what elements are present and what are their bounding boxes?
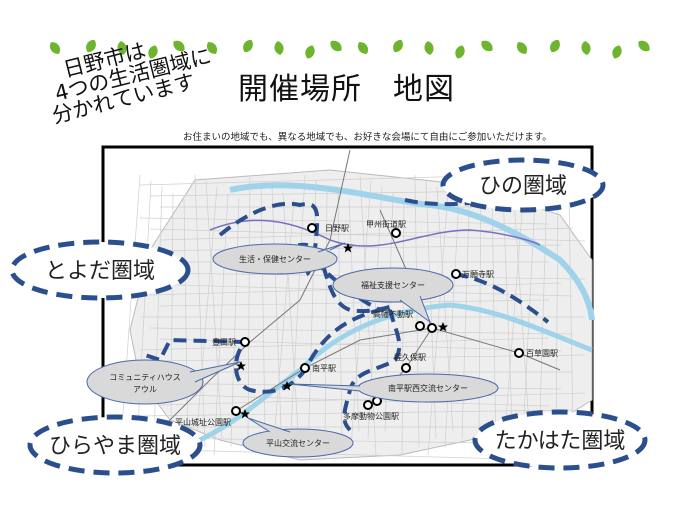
venue-label: 平山交流センター <box>266 438 330 448</box>
station-circle-icon <box>300 363 310 373</box>
station-circle-icon <box>514 348 524 358</box>
leaf-icon <box>455 45 465 59</box>
station-marker[interactable]: 豊田駅 <box>212 337 250 347</box>
leaf-icon <box>86 39 96 53</box>
venue-label: コミュニティハウス <box>109 373 181 382</box>
venue-label: 生活・保健センター <box>239 254 311 264</box>
station-label: 平山城址公園駅 <box>175 417 231 427</box>
region-toyoda[interactable]: とよだ圏域 <box>9 239 191 301</box>
page-title: 開催場所 地図 <box>238 72 455 107</box>
leaf-garland <box>49 39 650 59</box>
station-marker[interactable]: 高幡不動駅 <box>373 309 437 333</box>
station-marker[interactable]: 平山城址公園駅 <box>175 406 241 427</box>
venue-star-icon <box>240 409 250 419</box>
station-label: 万願寺駅 <box>462 270 494 279</box>
rail-chuo <box>209 219 541 247</box>
leaf-icon <box>424 41 434 55</box>
tama-river <box>229 182 595 321</box>
region-label: ひらやま圏域 <box>49 434 181 459</box>
venue-label: 福祉支援センター <box>361 280 425 290</box>
station-label: 高幡不動駅 <box>373 309 413 319</box>
venue-callout[interactable]: 南平駅西交流センター <box>289 373 499 403</box>
leaf-icon <box>173 40 185 52</box>
venue-label: 南平駅西交流センター <box>388 383 468 393</box>
venue-star-icon <box>438 322 448 332</box>
station-circle-icon <box>451 269 461 279</box>
leaf-icon <box>274 41 284 55</box>
station-label: 南平駅 <box>312 363 336 373</box>
region-hino[interactable]: ひの圏域 <box>440 157 606 213</box>
station-marker[interactable]: 程久保駅 <box>394 352 426 373</box>
leaf-icon <box>357 42 369 54</box>
venue-callout[interactable]: 平山交流センター <box>242 417 354 458</box>
region-label: とよだ圏域 <box>45 259 155 284</box>
venue-star-icon <box>343 243 353 253</box>
station-marker[interactable]: 日野駅 <box>307 223 349 233</box>
venue-star-icon <box>236 361 246 371</box>
leaf-icon <box>117 41 127 55</box>
rail-line <box>149 149 351 441</box>
leaf-icon <box>612 45 622 59</box>
station-label: 豊田駅 <box>212 337 236 347</box>
station-marker[interactable]: 百草園駅 <box>514 348 558 358</box>
station-circle-icon <box>427 323 437 333</box>
station-circle-icon <box>391 228 401 238</box>
leaf-icon <box>516 42 528 54</box>
region-takahata[interactable]: たかはた圏域 <box>472 409 648 471</box>
region-label: たかはた圏域 <box>495 429 626 454</box>
leaf-icon <box>49 42 61 54</box>
leaf-icon <box>305 45 315 59</box>
station-circle-icon <box>307 223 317 233</box>
venue-callout[interactable]: 福祉支援センター <box>332 267 454 324</box>
leaf-icon <box>206 42 218 54</box>
region-label: ひの圏域 <box>479 174 567 199</box>
station-circle-icon <box>363 400 373 410</box>
leaf-icon <box>148 45 158 59</box>
leaf-icon <box>550 39 560 53</box>
station-circle-icon <box>240 337 250 347</box>
station-marker[interactable]: 南平駅 <box>300 363 336 373</box>
station-label: 甲州街道駅 <box>366 219 406 229</box>
station-marker[interactable]: 甲州街道駅 <box>366 219 406 238</box>
venue-callout[interactable]: 生活・保健センター <box>212 242 346 275</box>
leaf-icon <box>581 41 591 55</box>
station-circle-icon <box>415 321 425 331</box>
leaf-icon <box>330 40 342 52</box>
station-circle-icon <box>401 363 411 373</box>
venue-star-icon <box>282 381 292 391</box>
page-subtitle: お住まいの地域でも、異なる地域でも、お好きな会場にて自由にご参加いただけます。 <box>183 132 552 143</box>
station-circle-icon <box>231 406 241 416</box>
leaf-icon <box>481 40 493 52</box>
venue-label-2: アウル <box>133 385 157 394</box>
asa-river <box>198 302 593 443</box>
station-marker[interactable]: 多摩動物公園駅 <box>343 396 399 421</box>
station-label: 多摩動物公園駅 <box>343 411 399 421</box>
region-hirayama[interactable]: ひらやま圏域 <box>27 414 203 476</box>
leaf-icon <box>638 40 650 52</box>
station-label: 日野駅 <box>325 224 349 233</box>
leaf-icon <box>393 39 403 53</box>
leaf-icon <box>243 39 253 53</box>
station-marker[interactable]: 万願寺駅 <box>451 269 494 279</box>
station-label: 程久保駅 <box>394 352 426 362</box>
station-label: 百草園駅 <box>526 348 558 358</box>
